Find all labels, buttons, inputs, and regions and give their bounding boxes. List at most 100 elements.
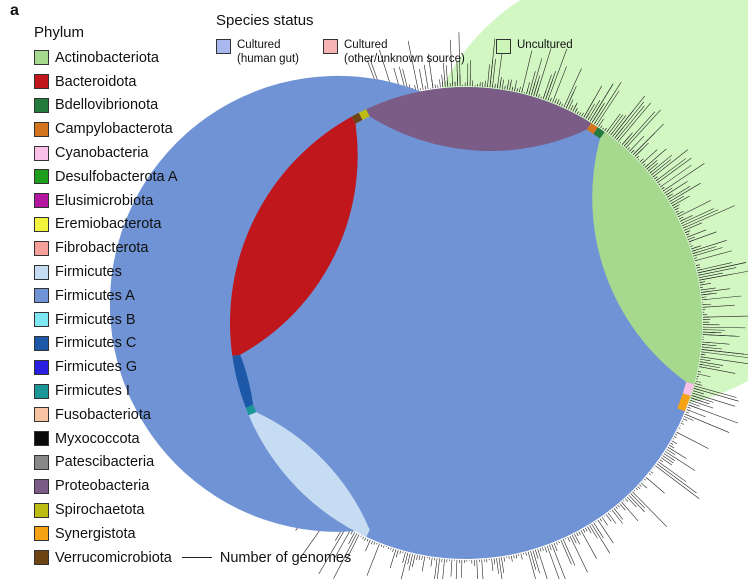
genome-count-bar: [623, 500, 625, 502]
genome-count-bar: [700, 356, 748, 364]
genome-count-bar: [656, 463, 697, 494]
genome-count-bar: [533, 75, 541, 96]
genome-count-bar: [370, 540, 373, 545]
genome-count-bar: [350, 530, 353, 535]
genome-count-bar: [539, 548, 542, 552]
phylum-swatch: [34, 550, 49, 566]
genome-count-bar: [436, 558, 440, 579]
genome-count-bar: [578, 531, 581, 536]
genome-count-bar: [407, 553, 411, 565]
phylum-ring-segment: [351, 112, 363, 124]
genome-count-bar: [362, 536, 364, 540]
genome-count-bar: [599, 518, 602, 522]
genome-count-bar: [476, 559, 478, 579]
genome-count-bar: [695, 383, 702, 386]
genome-count-bar: [610, 115, 627, 136]
genome-count-bar: [366, 543, 380, 576]
genome-count-bar: [455, 559, 458, 579]
genome-count-bar: [481, 559, 484, 579]
genome-count-bar: [407, 40, 419, 91]
genome-count-bar: [625, 146, 628, 149]
genome-count-bar: [561, 103, 563, 107]
genome-count-bar: [665, 181, 688, 196]
phylum-swatch: [34, 407, 49, 423]
genome-count-bar: [683, 416, 694, 421]
genome-count-bar: [682, 224, 684, 227]
phylum-label: Bdellovibrionota: [55, 97, 159, 114]
genome-count-bar: [655, 158, 686, 182]
phylum-swatch: [34, 359, 49, 375]
genome-count-bar: [695, 264, 699, 266]
phylum-label: Proteobacteria: [55, 478, 150, 495]
genome-count-bar: [574, 107, 578, 113]
genome-count-bar: [700, 358, 711, 362]
genome-count-bar: [651, 159, 672, 176]
genome-count-bar: [395, 550, 399, 558]
genome-count-bar: [380, 544, 383, 547]
genome-count-bar: [376, 542, 378, 545]
genome-count-bar: [692, 392, 736, 407]
genome-count-bar: [627, 148, 629, 150]
genome-count-bar: [658, 461, 687, 482]
genome-count-bar: [693, 390, 704, 395]
genome-count-bar: [348, 532, 356, 545]
genome-count-bar: [685, 411, 690, 414]
genome-count-bar: [631, 149, 635, 154]
genome-count-bar: [697, 262, 746, 274]
genome-count-bar: [558, 541, 560, 544]
genome-count-bar: [701, 296, 707, 298]
genome-count-bar: [677, 200, 711, 218]
genome-count-bar: [559, 102, 561, 106]
genome-count-bar: [563, 68, 582, 108]
genome-count-bar: [424, 85, 426, 90]
status-swatch: [216, 39, 231, 54]
genome-count-bar: [681, 222, 684, 224]
phylum-legend-item: Actinobacteriota: [34, 46, 351, 70]
phylum-label: Spirochaetota: [55, 502, 145, 519]
genome-count-bar: [637, 159, 640, 161]
phylum-label: Patescibacteria: [55, 454, 155, 471]
genome-count-bar: [673, 205, 678, 209]
genome-count-bar: [439, 79, 441, 88]
genome-count-bar: [680, 422, 684, 425]
genome-count-bar: [670, 442, 674, 445]
genome-count-bar: [634, 148, 644, 157]
genome-count-bar: [487, 64, 490, 88]
genome-count-bar: [666, 449, 676, 456]
genome-count-bar: [694, 385, 737, 398]
genome-count-bar: [663, 453, 675, 461]
genome-count-bar: [618, 102, 651, 142]
genome-count-bar: [610, 132, 614, 136]
phylum-label: Firmicutes B: [55, 311, 136, 328]
genome-count-bar: [699, 363, 720, 369]
genome-count-bar: [684, 413, 730, 433]
phylum-label: Firmicutes C: [55, 335, 137, 352]
genome-count-bar: [700, 354, 706, 356]
genome-count-bar: [551, 543, 566, 579]
genome-count-bar: [499, 77, 502, 89]
genome-count-bar: [676, 210, 684, 215]
genome-count-bar: [702, 341, 712, 344]
genome-count-bar: [493, 558, 496, 565]
genome-count-bar: [699, 283, 712, 286]
genome-count-bar: [562, 539, 576, 566]
genome-count-bar: [553, 542, 558, 552]
genome-count-bar: [506, 84, 509, 90]
genome-count-bar: [668, 444, 675, 449]
phylum-label: Firmicutes G: [55, 359, 138, 376]
genome-count-bar: [659, 164, 692, 188]
genome-count-bar: [636, 156, 639, 159]
genome-count-bar: [515, 554, 518, 559]
phylum-swatch: [34, 216, 49, 232]
genome-count-bar: [655, 465, 700, 500]
genome-count-bar: [421, 555, 423, 560]
genome-count-bar: [679, 215, 693, 222]
genome-count-bar: [549, 97, 552, 102]
genome-count-bar: [662, 455, 674, 464]
genome-count-bar: [688, 404, 739, 424]
genome-count-bar: [583, 98, 595, 118]
genome-count-bar: [693, 247, 723, 257]
genome-count-bar: [609, 511, 611, 513]
phylum-legend-item: Elusimicrobiota: [34, 189, 351, 213]
genome-count-bar: [701, 349, 745, 355]
